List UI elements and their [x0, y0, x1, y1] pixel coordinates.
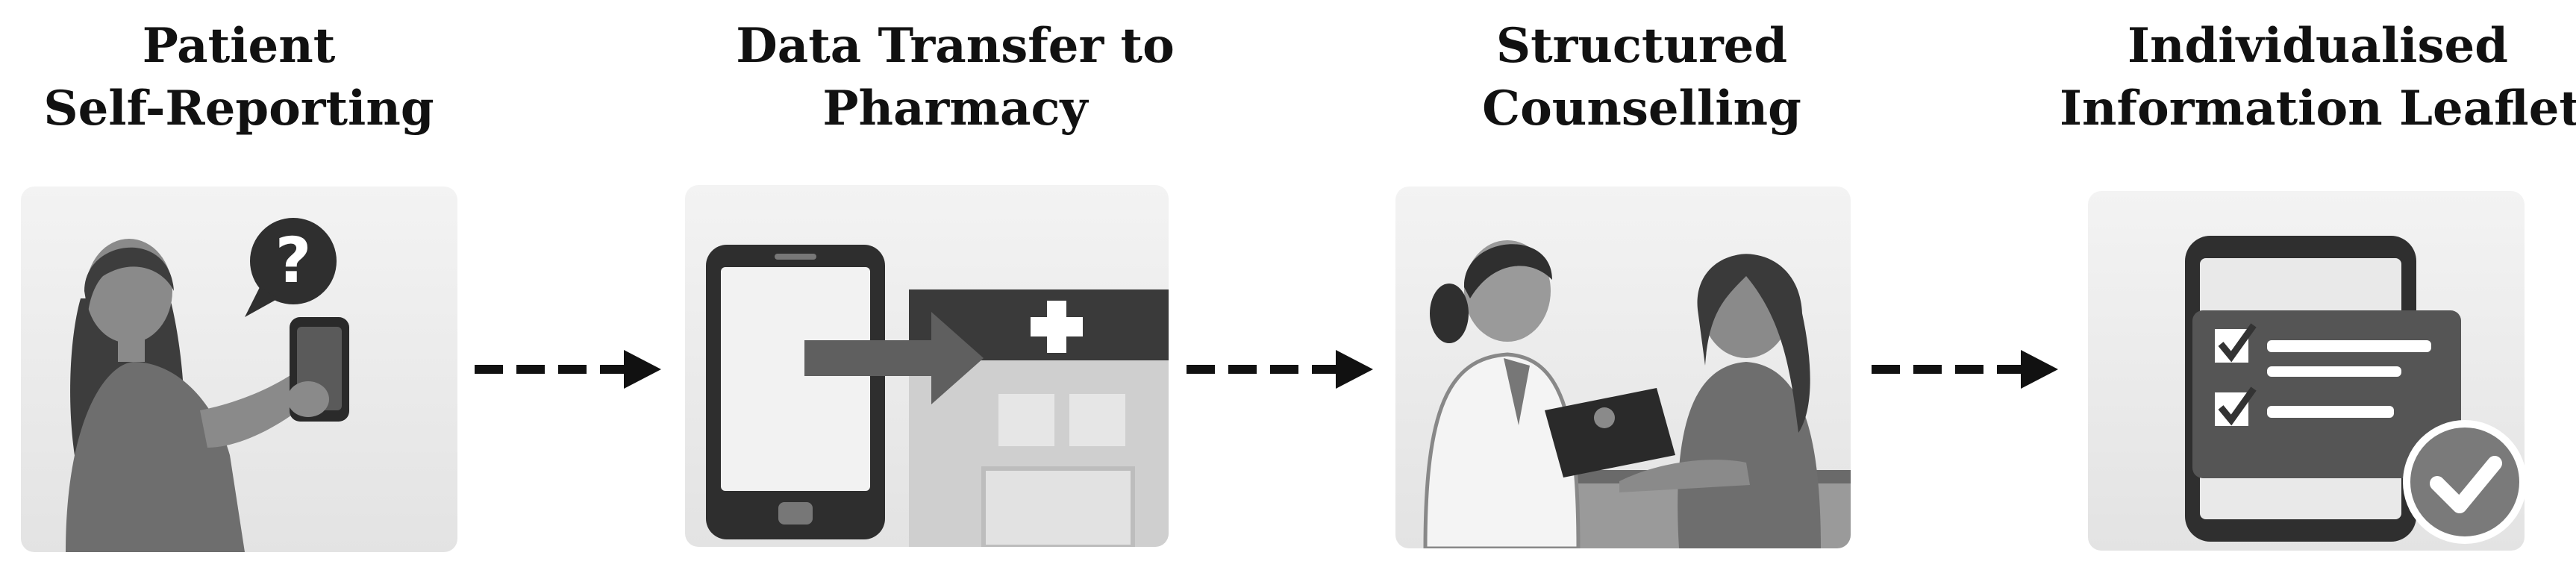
step-self-reporting: Patient Self-Reporting ? — [0, 0, 478, 573]
step-title-line2: Information Leaflet — [2060, 81, 2576, 137]
pharmacist-counselling-patient-icon — [1395, 187, 1851, 548]
step-title: Patient Self-Reporting — [0, 15, 478, 140]
step-leaflet: Individualised Information Leaflet — [2060, 0, 2576, 573]
checklist-leaflet-icon — [2088, 191, 2525, 551]
step-data-transfer: Data Transfer to Pharmacy — [664, 0, 1246, 573]
dashed-arrow-3 — [1872, 347, 2058, 392]
dashed-arrow-2 — [1187, 347, 1373, 392]
step-title-line1: Patient — [142, 18, 336, 74]
step-title-line1: Structured — [1495, 18, 1788, 74]
svg-text:?: ? — [275, 224, 312, 297]
dashed-arrow-1 — [475, 347, 661, 392]
step-title-line2: Counselling — [1482, 81, 1801, 137]
step-title-line2: Pharmacy — [822, 81, 1088, 137]
step-title-line2: Self-Reporting — [43, 81, 434, 137]
step-title: Individualised Information Leaflet — [2060, 15, 2576, 140]
phone-to-pharmacy-icon — [685, 185, 1169, 547]
step-title-line1: Data Transfer to — [736, 18, 1175, 74]
step-title: Structured Counselling — [1381, 15, 1903, 140]
step-title: Data Transfer to Pharmacy — [664, 15, 1246, 140]
step-title-line1: Individualised — [2128, 18, 2508, 74]
patient-with-phone-question-icon: ? — [21, 187, 457, 552]
step-counselling: Structured Counselling — [1381, 0, 1903, 573]
